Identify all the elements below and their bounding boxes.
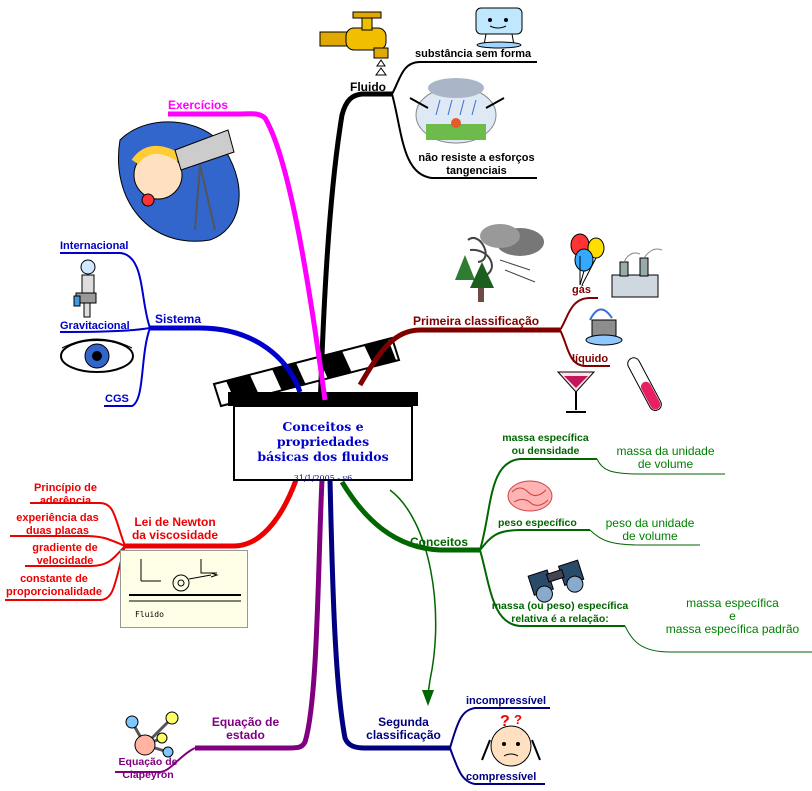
estado-label-line-2: estado	[226, 728, 265, 742]
newton-item-proporcionalidade-line-2: proporcionalidade	[6, 586, 102, 598]
test-tube-icon	[627, 357, 662, 411]
molecule-icon	[125, 711, 179, 758]
conceitos-massa-especifica: massa específica ou densidade	[493, 432, 598, 458]
central-topic: Conceitos e propriedades básicas dos flu…	[233, 405, 413, 483]
brain-icon	[507, 480, 553, 512]
massa-especifica-line-1: massa específica	[502, 432, 589, 444]
confused-person-icon: ? ?	[481, 712, 541, 767]
fluido-sub-esforcos: não resiste a esforços tangenciais	[414, 152, 539, 178]
newton-item-duas-placas: experiência das duas placas	[10, 512, 105, 538]
storm-tree-icon	[455, 224, 544, 302]
central-topic-date: 31/1/2005 - v6	[293, 474, 353, 483]
primeira-item-gas: gás	[572, 284, 591, 296]
segunda-label-line-2: classificação	[366, 728, 441, 742]
fountain-icon	[585, 308, 623, 346]
massa-especifica-line-2: ou densidade	[511, 445, 580, 457]
conceitos-peso-especifico-definicao: peso da unidade de volume	[595, 517, 705, 543]
conceitos-massa-especifica-definicao: massa da unidade de volume	[603, 445, 728, 471]
branch-conceitos-label: Conceitos	[410, 535, 469, 549]
massa-especifica-def-line-2: de volume	[637, 457, 694, 471]
newton-item-proporcionalidade-line-1: constante de	[20, 573, 88, 585]
newton-label-line-1: Lei de Newton	[134, 515, 216, 529]
central-topic-title: Conceitos e propriedades básicas dos flu…	[235, 419, 411, 464]
sistema-item-cgs: CGS	[105, 393, 129, 405]
newton-item-duas-placas-line-2: duas placas	[26, 525, 89, 537]
sistema-item-internacional: Internacional	[60, 240, 129, 252]
peso-especifico-def-line-2: de volume	[622, 529, 678, 543]
branch-sistema-label: Sistema	[155, 312, 202, 326]
estado-item-clapeyron: Equação de Clapeyron	[113, 756, 183, 782]
massa-especifica-def-line-1: massa da unidade	[616, 444, 715, 458]
newton-item-proporcionalidade: constante de proporcionalidade	[3, 573, 105, 599]
branch-estado-label: Equação de estado	[198, 716, 293, 742]
balloons-icon	[570, 233, 605, 286]
conceitos-relativa: massa (ou peso) específica relativa é a …	[490, 600, 630, 626]
relativa-def-line-1: massa específica	[686, 596, 779, 610]
segunda-item-incompressivel: incompressível	[466, 695, 547, 707]
newton-item-gradiente-line-1: gradiente de	[32, 542, 98, 554]
fluido-sub-sem-forma: substância sem forma	[415, 48, 532, 60]
svg-text:?: ?	[514, 712, 522, 727]
relativa-line-2: relativa é a relação:	[511, 613, 609, 625]
newton-item-gradiente-line-2: velocidade	[36, 555, 94, 567]
branch-primeira-label: Primeira classificação	[413, 314, 540, 328]
segunda-label-line-1: Segunda	[378, 715, 429, 729]
plates-figure-caption: Fluido	[135, 610, 164, 619]
newton-item-duas-placas-line-1: experiência das	[16, 512, 99, 524]
relativa-def-line-2: e	[729, 609, 736, 623]
central-title-line-2: básicas dos fluidos	[257, 449, 389, 464]
ice-cube-icon	[475, 7, 523, 49]
fluido-sub-esforcos-line-2: tangenciais	[446, 165, 507, 177]
newton-item-aderencia-line-1: Princípio de	[34, 482, 97, 494]
two-plates-icon: Fluido	[129, 559, 241, 619]
faucet-icon	[319, 11, 389, 76]
conceitos-relativa-definicao: massa específica e massa específica padr…	[655, 597, 810, 636]
astronaut-icon	[73, 259, 97, 318]
segunda-item-compressivel: compressível	[466, 771, 537, 783]
estado-label-line-1: Equação de	[211, 715, 280, 729]
plates-diagram-figure: Fluido	[120, 550, 248, 628]
telescope-kid-icon	[118, 121, 240, 242]
newton-label-line-2: da viscosidade	[131, 528, 219, 542]
relativa-def-line-3: massa específica padrão	[665, 622, 800, 636]
fluido-sub-esforcos-line-1: não resiste a esforços	[418, 152, 535, 164]
sistema-item-gravitacional: Gravitacional	[60, 320, 130, 332]
branch-newton-label: Lei de Newton da viscosidade	[125, 516, 225, 542]
branch-fluido-label: Fluido	[350, 80, 386, 94]
branch-segunda-label: Segunda classificação	[356, 716, 451, 742]
binoculars-icon	[527, 559, 585, 603]
central-title-line-1: Conceitos e propriedades	[276, 419, 370, 449]
branch-exercicios-label: Exercícios	[168, 98, 229, 112]
primeira-item-liquido: líquido	[572, 353, 609, 365]
newton-item-gradiente: gradiente de velocidade	[25, 542, 105, 568]
factory-icon	[611, 248, 663, 298]
martini-glass-icon	[556, 371, 596, 413]
newton-item-aderencia-line-2: aderência	[39, 495, 92, 507]
estado-item-line-2: Clapeyron	[122, 769, 174, 781]
svg-text:?: ?	[500, 713, 510, 730]
relativa-line-1: massa (ou peso) específica	[491, 600, 629, 612]
rain-scene-icon	[409, 78, 505, 144]
eye-icon	[60, 338, 134, 373]
conceitos-peso-especifico: peso específico	[498, 517, 577, 529]
newton-item-aderencia: Princípio de aderência	[28, 482, 103, 508]
peso-especifico-def-line-1: peso da unidade	[605, 516, 695, 530]
estado-item-line-1: Equação de	[118, 756, 178, 768]
